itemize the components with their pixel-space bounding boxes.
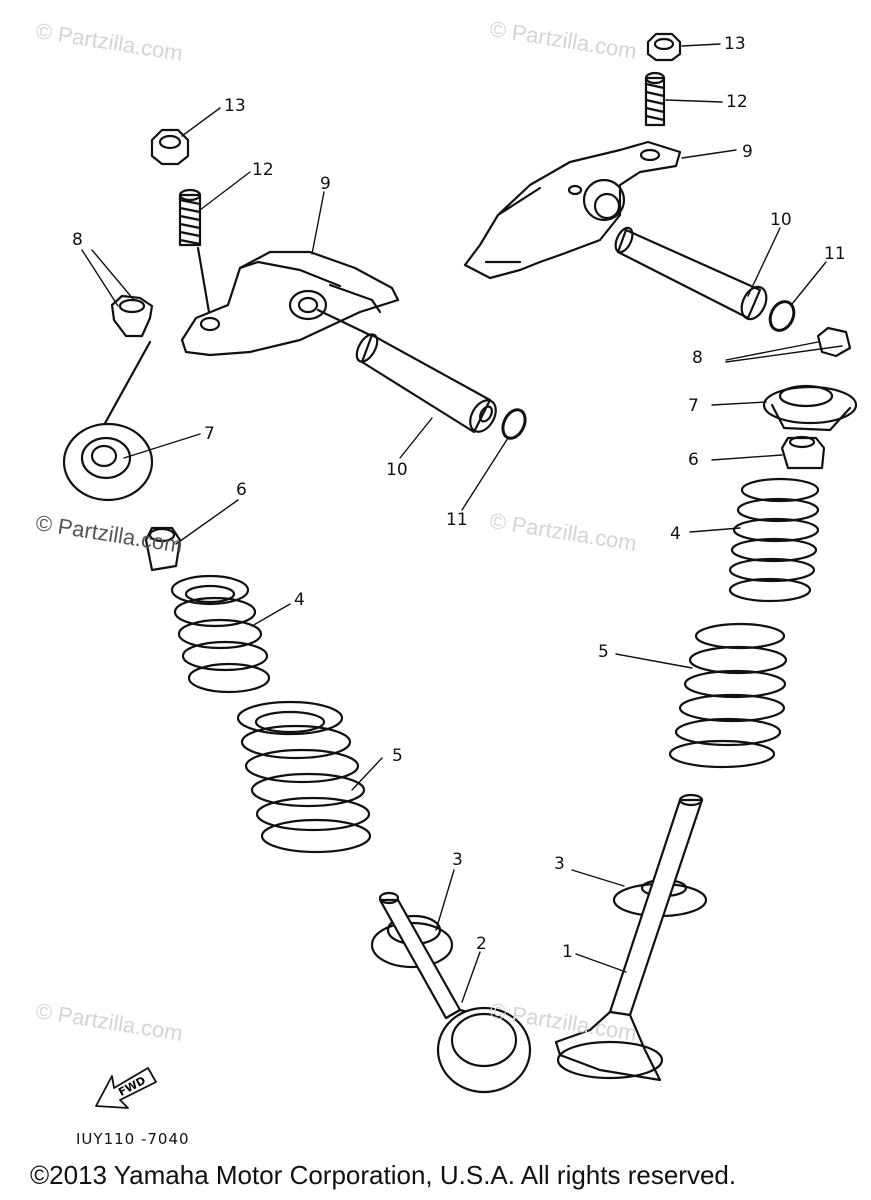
inner-spring-4-left	[170, 574, 271, 694]
outer-spring-5-left	[236, 700, 372, 854]
callout-2: 2	[476, 934, 487, 954]
callout-11: 11	[824, 244, 846, 264]
callout-12: 12	[726, 92, 748, 112]
callout-1: 1	[562, 942, 573, 962]
callout-8: 8	[692, 348, 703, 368]
spring-retainer-7-right	[762, 384, 858, 432]
valve-cotters-8-right	[816, 326, 852, 358]
callout-8: 8	[72, 230, 83, 250]
intake-valve-2	[378, 891, 532, 1094]
valve-seal-6-left	[144, 526, 182, 572]
adjuster-screw-12-left	[178, 188, 212, 320]
callout-11: 11	[446, 510, 468, 530]
drawing-code: IUY110 -7040	[76, 1130, 190, 1148]
inner-spring-4-right	[728, 477, 820, 603]
o-ring-11-left	[501, 408, 527, 440]
callout-9: 9	[320, 174, 331, 194]
callout-10: 10	[770, 210, 792, 230]
valve-cotters-8-left	[102, 294, 154, 427]
spring-retainer-7-left	[62, 422, 154, 502]
nut-13-right	[646, 32, 682, 62]
leader-lines	[81, 43, 843, 1003]
callout-6: 6	[688, 450, 699, 470]
fwd-arrow-icon	[95, 1067, 157, 1109]
callout-7: 7	[204, 424, 215, 444]
rocker-shaft-10-left	[355, 333, 497, 434]
callout-4: 4	[294, 590, 305, 610]
callout-12: 12	[252, 160, 274, 180]
callout-3: 3	[554, 854, 565, 874]
rocker-shaft-10-right	[614, 226, 768, 321]
callout-10: 10	[386, 460, 408, 480]
callout-3: 3	[452, 850, 463, 870]
adjuster-screw-12-right	[644, 71, 666, 127]
callout-4: 4	[670, 524, 681, 544]
callout-6: 6	[236, 480, 247, 500]
callout-5: 5	[598, 642, 609, 662]
callout-9: 9	[742, 142, 753, 162]
callout-7: 7	[688, 396, 699, 416]
callout-5: 5	[392, 746, 403, 766]
valve-seal-6-right	[780, 435, 826, 470]
exhaust-valve-1	[554, 793, 704, 1082]
rocker-arm-9-left	[180, 250, 400, 357]
callout-13: 13	[224, 96, 246, 116]
callout-13: 13	[724, 34, 746, 54]
copyright-notice: ©2013 Yamaha Motor Corporation, U.S.A. A…	[30, 1160, 737, 1190]
nut-13-left	[150, 128, 190, 166]
outer-spring-5-right	[668, 622, 788, 769]
o-ring-11-right	[768, 300, 796, 332]
rocker-arm-9-right	[463, 140, 682, 280]
